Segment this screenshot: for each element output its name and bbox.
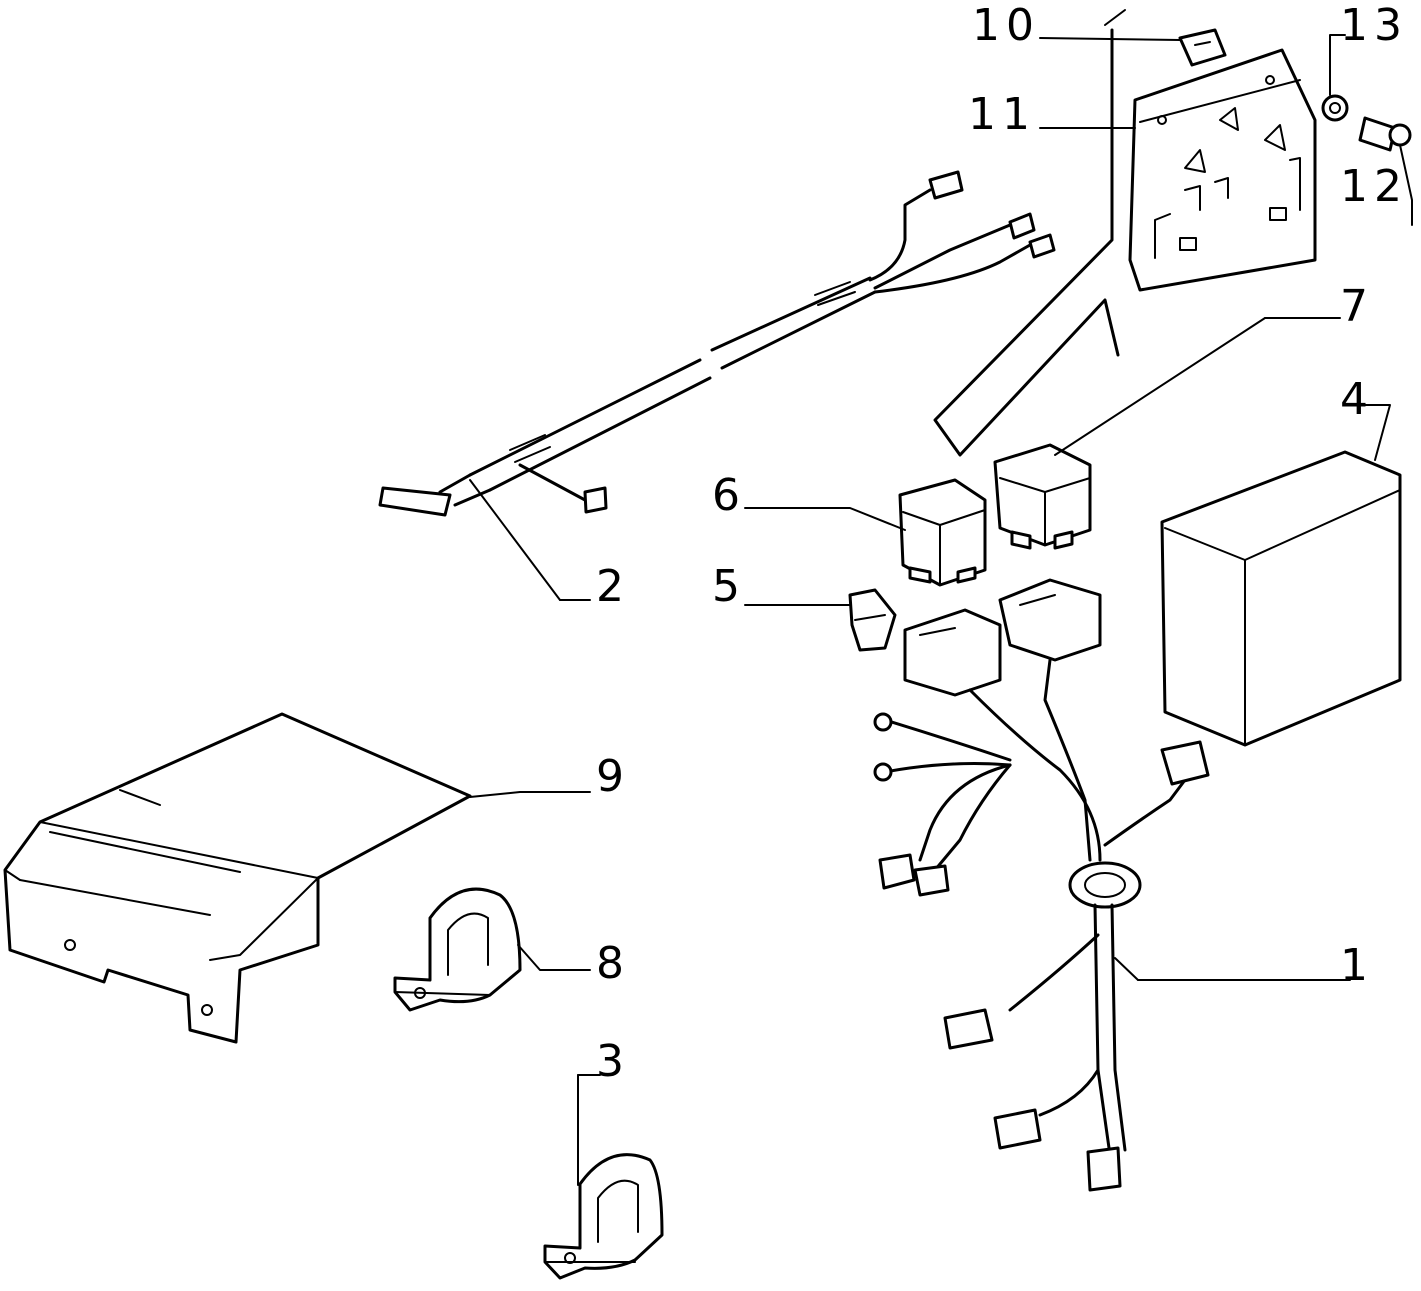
callout-3: 3 <box>596 1036 630 1087</box>
callout-10: 10 <box>972 0 1040 51</box>
clamp-8 <box>393 887 522 1012</box>
callout-5: 5 <box>712 561 746 612</box>
break-line <box>933 28 1120 457</box>
screw-12 <box>1358 116 1412 152</box>
harness-2 <box>378 170 1056 517</box>
clip-10 <box>1178 28 1227 67</box>
callout-4: 4 <box>1340 374 1374 425</box>
callout-2: 2 <box>596 561 630 612</box>
callout-8: 8 <box>596 938 630 989</box>
callout-12: 12 <box>1340 161 1408 212</box>
relay-6 <box>898 478 987 587</box>
clamp-3 <box>543 1153 664 1280</box>
harness-1 <box>873 578 1210 1192</box>
callout-13: 13 <box>1340 0 1408 51</box>
cover-plate <box>3 712 472 1044</box>
callout-7: 7 <box>1340 281 1374 332</box>
bracket-11 <box>1128 48 1317 292</box>
callout-9: 9 <box>596 751 630 802</box>
fuse-5 <box>848 588 897 652</box>
callout-6: 6 <box>712 470 746 521</box>
leader-lines <box>469 34 1413 1186</box>
callout-11: 11 <box>968 89 1036 140</box>
relay-7 <box>993 443 1092 550</box>
washer-13 <box>1321 94 1349 122</box>
callout-1: 1 <box>1340 940 1374 991</box>
control-unit-4 <box>1160 450 1402 747</box>
